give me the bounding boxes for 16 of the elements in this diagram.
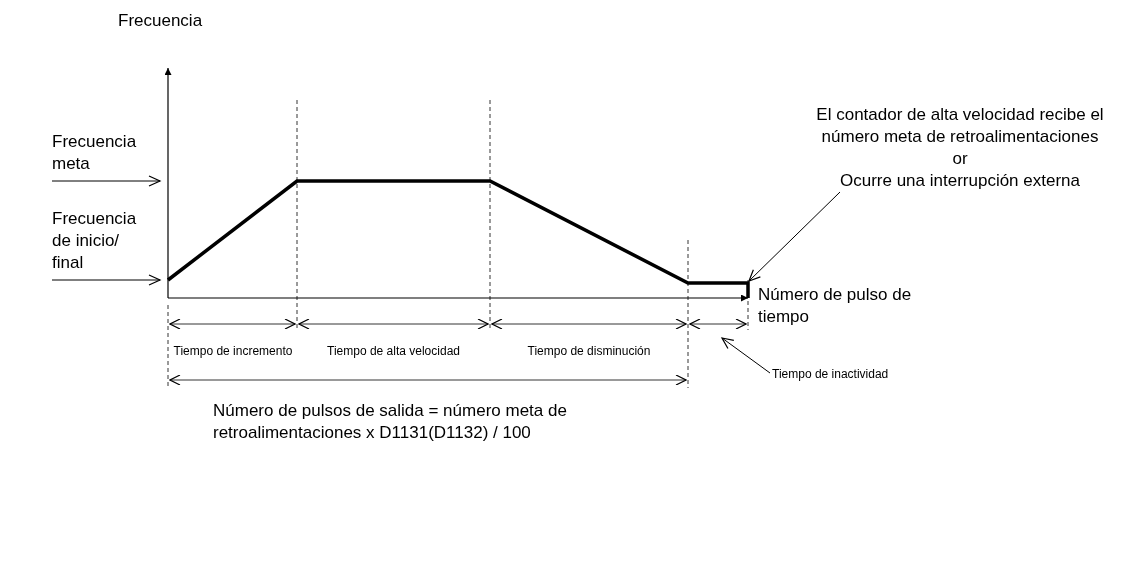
leader-arrow (51, 175, 162, 187)
leader-arrow (747, 191, 841, 282)
callout-note: Tiempo de inactividad (772, 367, 890, 381)
interval-label: Tiempo de incremento (172, 344, 294, 358)
interval-label: Tiempo de alta velocidad (326, 344, 461, 358)
axis-title: Número de pulso de tiempo (758, 284, 913, 328)
callout-note: or (951, 148, 969, 170)
interval-label: Tiempo de disminución (526, 344, 652, 358)
leader-arrow (51, 274, 162, 286)
frequency-profile-curve (166, 179, 750, 298)
formula-text: Número de pulsos de salida = número meta de retroalimentaciones x D1131(D1132) / 100 (213, 400, 568, 444)
leader-arrow (720, 337, 771, 374)
node-label: Frecuencia meta (52, 131, 137, 175)
axis-title: Frecuencia (118, 10, 204, 32)
callout-note: Ocurre una interrupción externa (839, 170, 1081, 192)
node-label: Frecuencia de inicio/ final (52, 208, 137, 274)
